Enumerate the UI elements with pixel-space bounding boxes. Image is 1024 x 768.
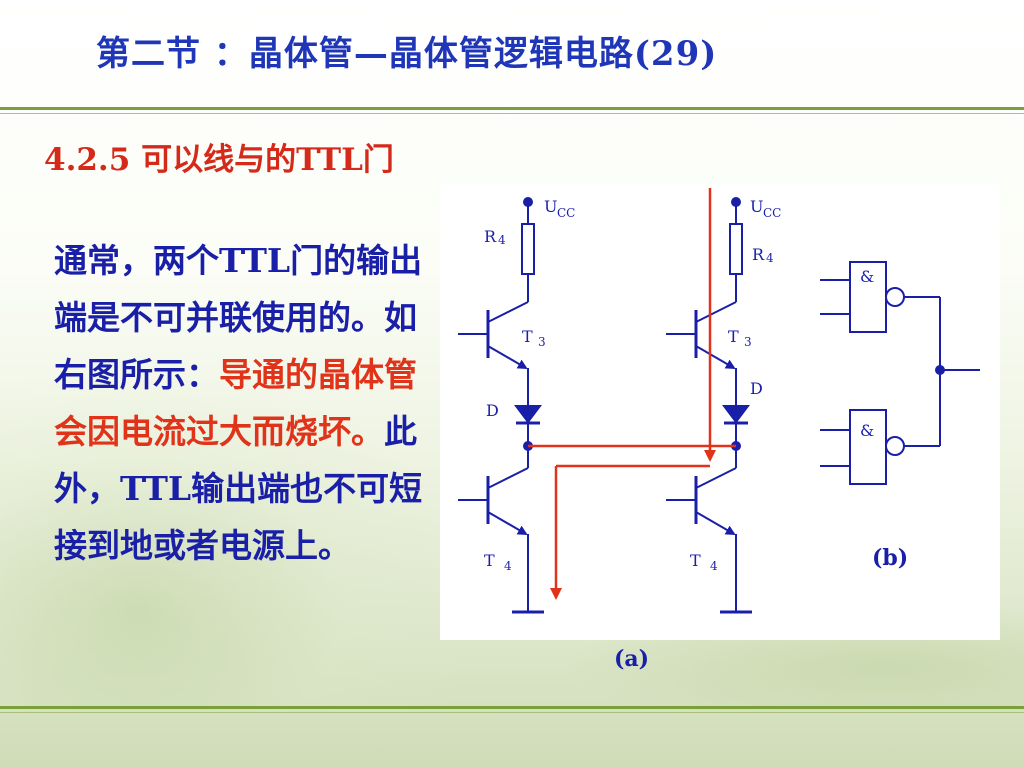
label-t3-right: T xyxy=(728,327,739,346)
wired-and-diagram xyxy=(820,261,980,485)
footer-divider-thin xyxy=(0,712,1024,713)
body-text-2: 此外，TTL输出端也不可短接到地或者电源上。 xyxy=(54,412,423,565)
label-ucc-right: U xyxy=(750,197,763,216)
current-path xyxy=(528,188,736,600)
circuit-diagram: U CC R 4 T 3 D T 4 U CC R 4 T 3 D T 4 xyxy=(458,188,980,614)
label-and-bottom: & xyxy=(860,421,874,440)
label-t4-left-sub: 4 xyxy=(504,559,512,573)
label-t4-left: T xyxy=(484,551,495,570)
caption-a: (a) xyxy=(614,646,650,672)
label-t3-left: T xyxy=(522,327,533,346)
diode-d-right xyxy=(722,405,750,424)
label-t3-left-sub: 3 xyxy=(538,335,546,349)
footer-divider xyxy=(0,706,1024,709)
resistor-r4-left xyxy=(521,223,535,275)
label-ucc-right-sub: CC xyxy=(763,206,781,220)
inverter-bubble-bottom xyxy=(885,436,905,456)
section-subtitle: 4.2.5 可以线与的TTL门 xyxy=(44,142,394,178)
circuit-figure: U CC R 4 T 3 D T 4 U CC R 4 T 3 D T 4 xyxy=(440,184,1000,640)
label-r4-left: R xyxy=(484,227,497,246)
inverter-bubble-top xyxy=(885,287,905,307)
header-divider-thin xyxy=(0,113,1024,114)
gate-a-left xyxy=(458,197,544,614)
body-text-highlight: 导通的晶体管会因电流过大而烧坏。 xyxy=(54,355,417,451)
label-r4-left-sub: 4 xyxy=(498,233,506,247)
label-r4-right: R xyxy=(752,245,765,264)
label-ucc-left: U xyxy=(544,197,557,216)
label-t4-right: T xyxy=(690,551,701,570)
label-d-right: D xyxy=(750,379,763,398)
diode-d-left xyxy=(514,405,542,424)
header-divider xyxy=(0,107,1024,110)
label-t3-right-sub: 3 xyxy=(744,335,752,349)
label-r4-right-sub: 4 xyxy=(766,251,774,265)
resistor-r4-right xyxy=(729,223,743,275)
label-t4-right-sub: 4 xyxy=(710,559,718,573)
nand-gate-bottom xyxy=(849,409,887,485)
caption-b: (b) xyxy=(872,545,909,571)
nand-gate-top xyxy=(849,261,887,333)
body-text-1: 通常，两个TTL门的输出端是不可并联使用的。如右图所示： xyxy=(54,241,423,394)
label-ucc-left-sub: CC xyxy=(557,206,575,220)
gate-a-right xyxy=(666,197,752,614)
body-paragraph: 通常，两个TTL门的输出端是不可并联使用的。如右图所示：导通的晶体管会因电流过大… xyxy=(54,232,426,574)
label-d-left: D xyxy=(486,401,499,420)
label-and-top: & xyxy=(860,267,874,286)
slide-title: 第二节 ：晶体管—晶体管逻辑电路(29) xyxy=(96,34,718,74)
